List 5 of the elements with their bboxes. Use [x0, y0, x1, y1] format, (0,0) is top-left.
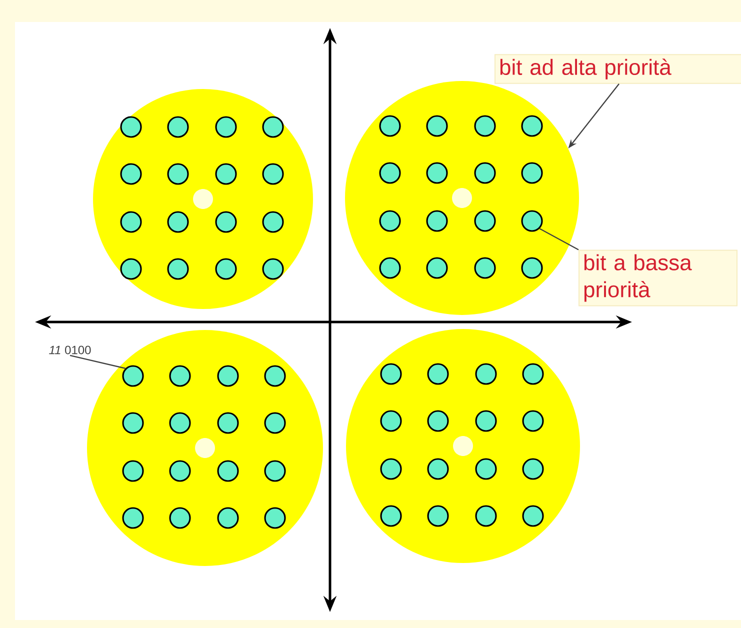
bit-label: 11 0100 [49, 346, 91, 354]
leader-line [70, 354, 126, 369]
callout-label: bit a bassa priorità [578, 250, 738, 306]
callout-label: bit ad alta priorità [494, 54, 741, 84]
leader-line [539, 228, 579, 250]
